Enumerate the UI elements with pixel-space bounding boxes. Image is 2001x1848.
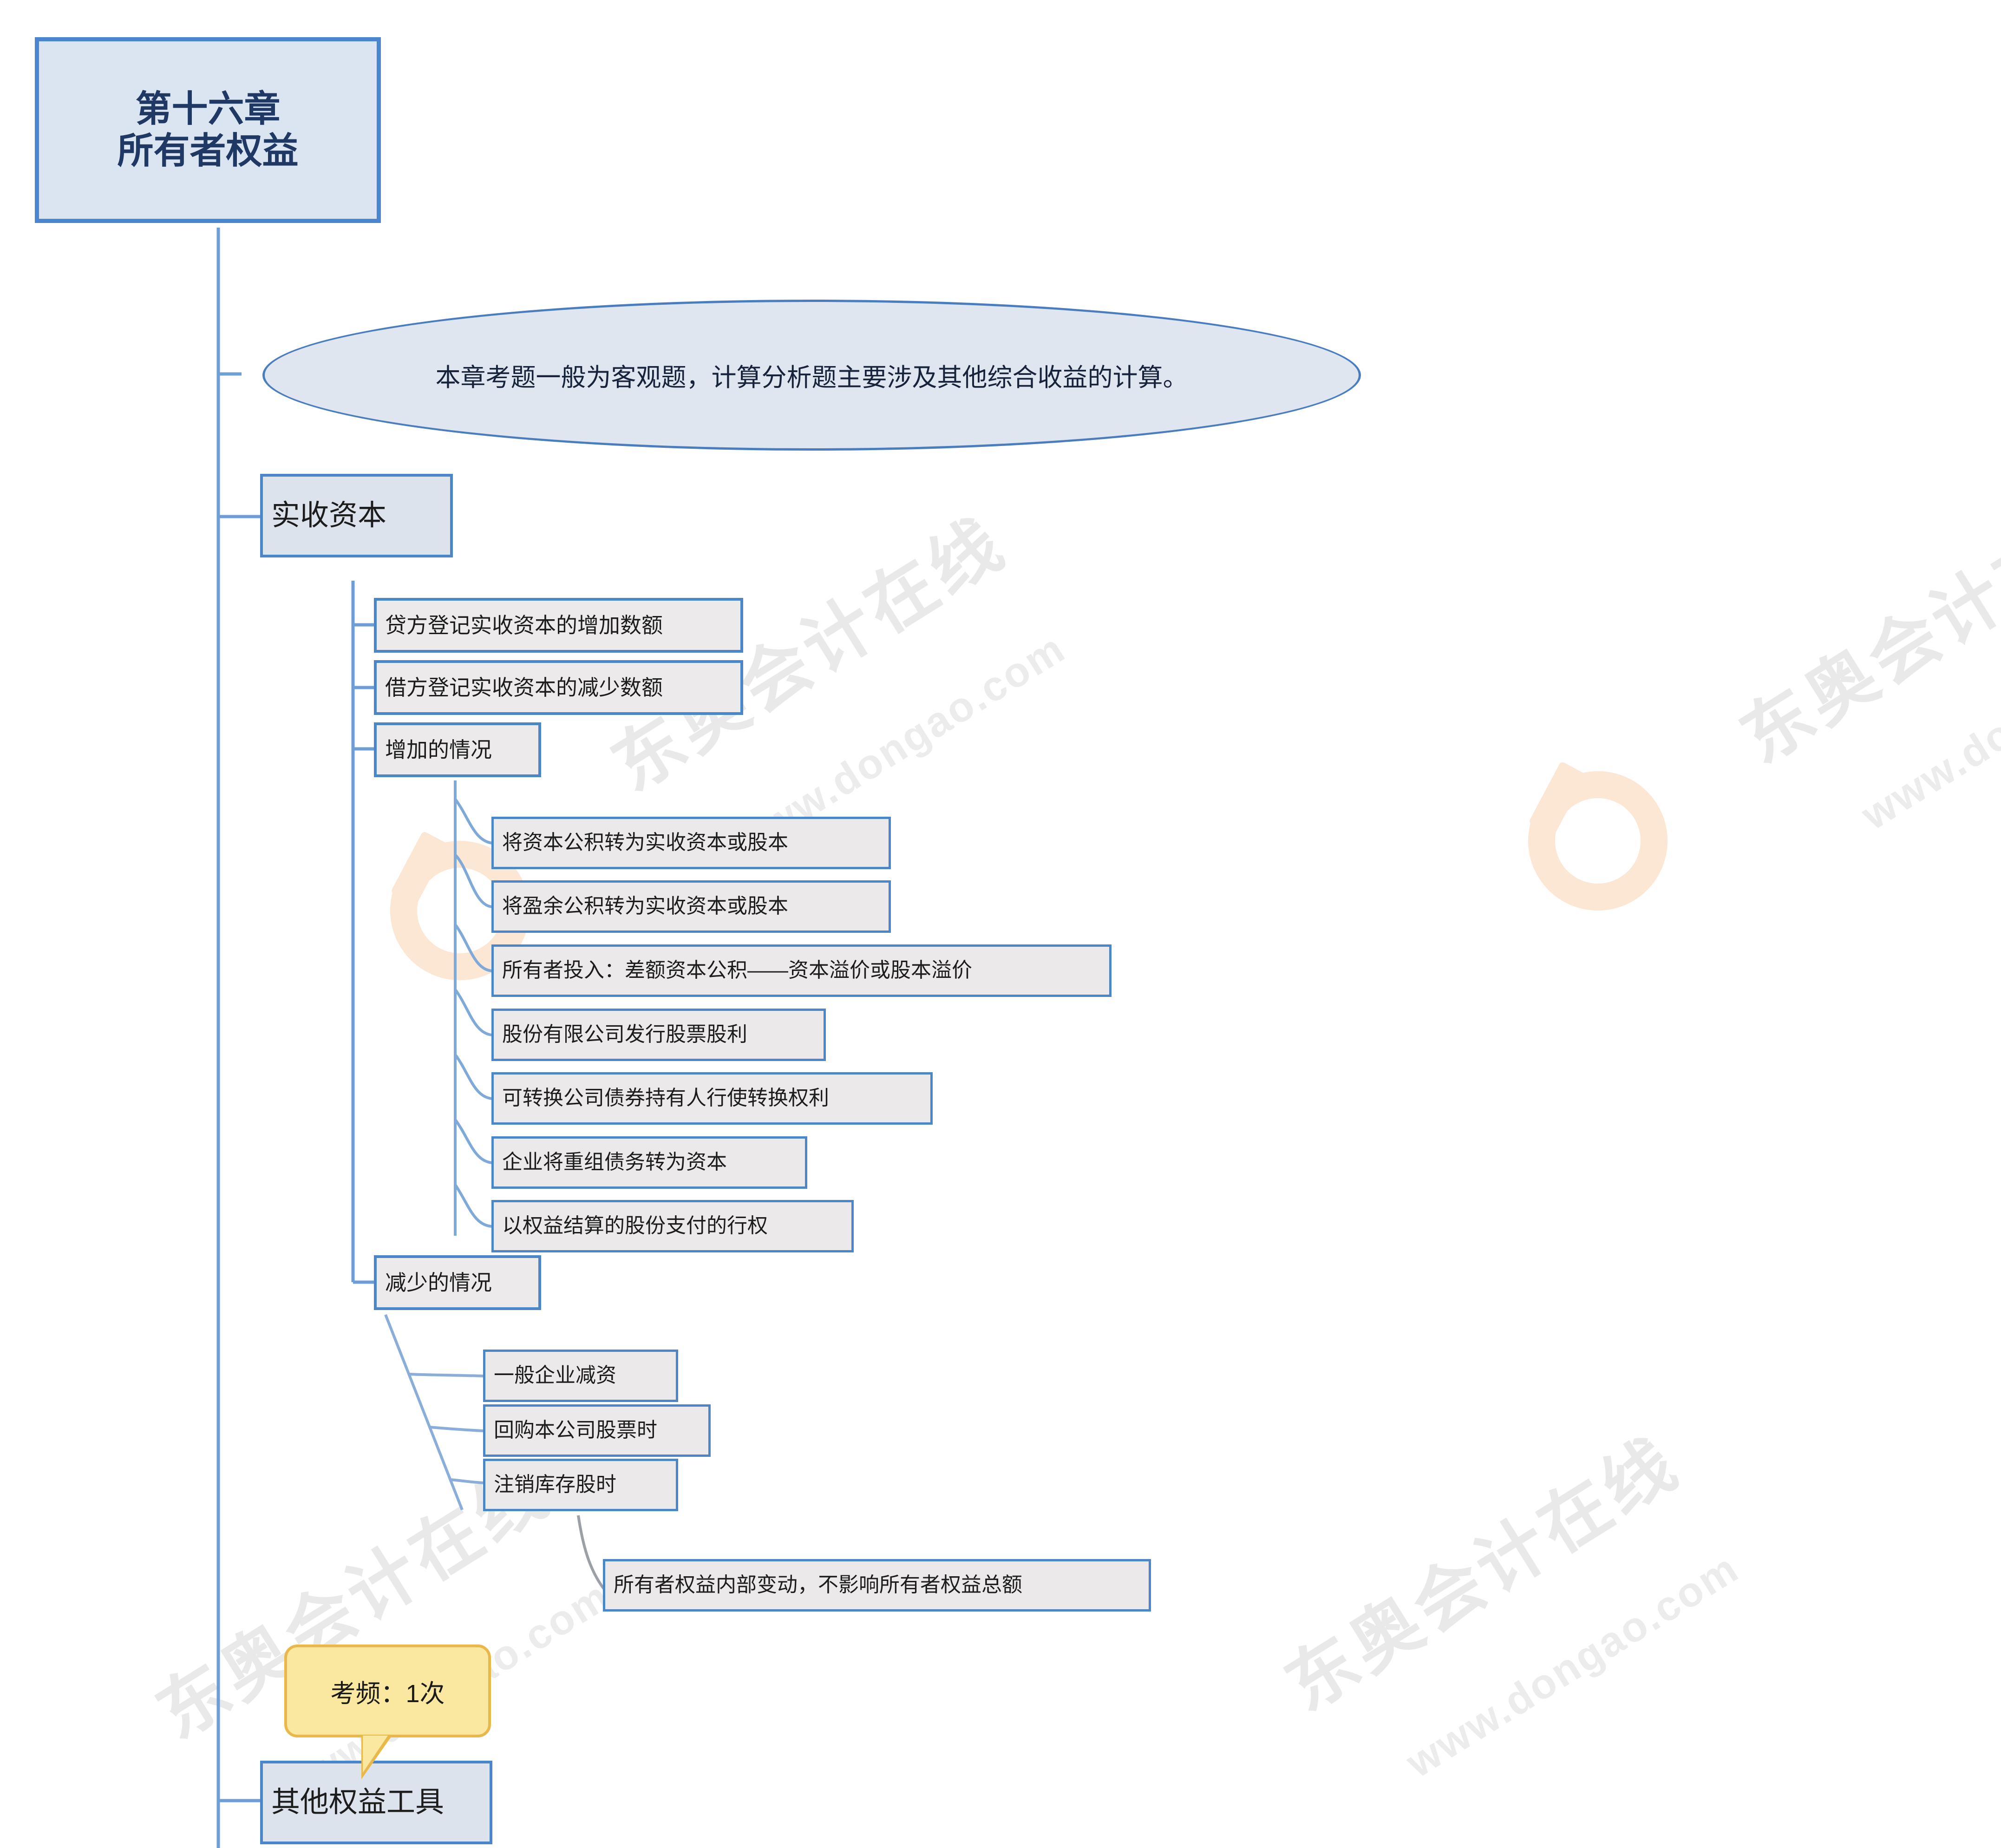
branch-label: 实收资本 <box>271 499 387 532</box>
watermark-brand-text: 东奥会计在线 <box>1272 1422 1692 1725</box>
leaf-label: 以权益结算的股份支付的行权 <box>502 1214 768 1238</box>
brand-logo-watermark <box>1528 771 1668 911</box>
root-node[interactable]: 第十六章 所有者权益 <box>35 37 381 223</box>
leaf-node-debt-restructuring-to-capital[interactable]: 企业将重组债务转为资本 <box>491 1136 807 1189</box>
leaf-node-share-buyback[interactable]: 回购本公司股票时 <box>483 1404 711 1457</box>
leaf-node-general-capital-reduction[interactable]: 一般企业减资 <box>483 1350 678 1402</box>
leaf-label: 贷方登记实收资本的增加数额 <box>385 613 663 637</box>
watermark-url-text: www.dongao.com <box>1853 596 2001 839</box>
note-node-internal-equity-change[interactable]: 所有者权益内部变动，不影响所有者权益总额 <box>603 1559 1151 1612</box>
leaf-label: 借方登记实收资本的减少数额 <box>385 675 663 700</box>
leaf-node-capital-reserve-to-capital[interactable]: 将资本公积转为实收资本或股本 <box>491 817 891 869</box>
leaf-node-convertible-bond-conversion[interactable]: 可转换公司债券持有人行使转换权利 <box>491 1072 933 1125</box>
root-node-label: 第十六章 所有者权益 <box>117 88 298 171</box>
leaf-label: 可转换公司债券持有人行使转换权利 <box>502 1087 829 1110</box>
watermark-brand-text: 东奥会计在线 <box>1727 475 2001 778</box>
note-label: 所有者权益内部变动，不影响所有者权益总额 <box>614 1573 1022 1597</box>
watermark-url-text: www.dongao.com <box>1398 1544 1747 1787</box>
leaf-node-cancel-treasury-stock[interactable]: 注销库存股时 <box>483 1459 678 1511</box>
leaf-node-credit-increase[interactable]: 贷方登记实收资本的增加数额 <box>374 598 743 653</box>
summary-ellipse[interactable]: 本章考题一般为客观题，计算分析题主要涉及其他综合收益的计算。 <box>262 300 1361 451</box>
leaf-label: 注销库存股时 <box>494 1473 616 1496</box>
group-label: 增加的情况 <box>385 737 492 762</box>
leaf-node-stock-dividend[interactable]: 股份有限公司发行股票股利 <box>491 1009 826 1061</box>
leaf-label: 一般企业减资 <box>494 1364 616 1387</box>
summary-text: 本章考题一般为客观题，计算分析题主要涉及其他综合收益的计算。 <box>435 364 1188 392</box>
leaf-label: 将资本公积转为实收资本或股本 <box>502 831 788 854</box>
leaf-node-surplus-reserve-to-capital[interactable]: 将盈余公积转为实收资本或股本 <box>491 880 891 933</box>
leaf-label: 将盈余公积转为实收资本或股本 <box>502 895 788 918</box>
exam-frequency-label: 考频：1次 <box>330 1679 445 1708</box>
leaf-label: 回购本公司股票时 <box>494 1419 657 1442</box>
exam-frequency-callout[interactable]: 考频：1次 <box>284 1645 491 1737</box>
group-node-increase-cases[interactable]: 增加的情况 <box>374 722 541 777</box>
leaf-node-owner-investment-premium[interactable]: 所有者投入：差额资本公积——资本溢价或股本溢价 <box>491 944 1112 997</box>
branch-node-paid-in-capital[interactable]: 实收资本 <box>260 474 453 557</box>
root-line-2: 所有者权益 <box>117 130 299 171</box>
branch-label: 其他权益工具 <box>271 1786 445 1819</box>
leaf-label: 所有者投入：差额资本公积——资本溢价或股本溢价 <box>502 959 972 982</box>
leaf-node-share-payment-exercise[interactable]: 以权益结算的股份支付的行权 <box>491 1200 854 1252</box>
root-line-1: 第十六章 <box>135 88 281 130</box>
leaf-node-debit-decrease[interactable]: 借方登记实收资本的减少数额 <box>374 660 743 715</box>
group-label: 减少的情况 <box>385 1270 492 1295</box>
callout-tail <box>361 1736 394 1780</box>
group-node-decrease-cases[interactable]: 减少的情况 <box>374 1255 541 1310</box>
leaf-label: 企业将重组债务转为资本 <box>502 1151 727 1174</box>
leaf-label: 股份有限公司发行股票股利 <box>502 1023 747 1046</box>
